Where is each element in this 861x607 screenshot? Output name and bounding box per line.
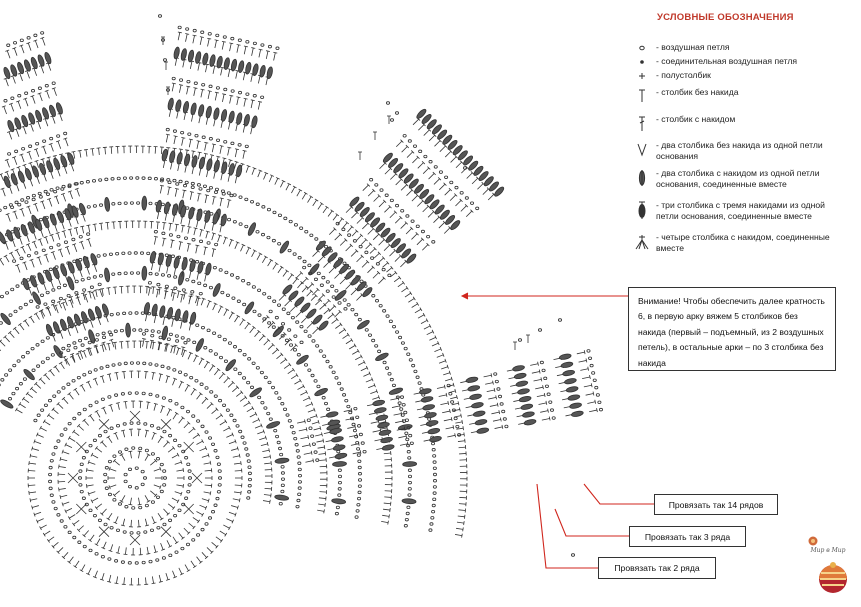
legend-text: - два столбика без накида из одной петли… bbox=[656, 140, 823, 161]
label-3-rows: Провязать так 3 ряда bbox=[629, 526, 746, 547]
chain-stitch-icon bbox=[628, 42, 656, 60]
label-2-rows: Провязать так 2 ряда bbox=[598, 557, 716, 579]
legend-row: - соединительная воздушная петля bbox=[628, 56, 848, 74]
label-14-rows: Провязать так 14 рядов bbox=[654, 494, 778, 515]
logo-emblem-icon bbox=[808, 536, 847, 593]
legend-text: - столбик без накида bbox=[656, 87, 739, 97]
legend-text: - два столбика с накидом из одной петли … bbox=[656, 168, 820, 189]
legend-row: - два столбика с накидом из одной петли … bbox=[628, 168, 848, 190]
legend-row: - два столбика без накида из одной петли… bbox=[628, 140, 848, 162]
single-crochet-icon bbox=[628, 87, 656, 105]
legend-row: - столбик без накида bbox=[628, 87, 848, 105]
legend-row: - воздушная петля bbox=[628, 42, 848, 60]
legend-row: - полустолбик bbox=[628, 70, 848, 88]
legend-text: - три столбика с тремя накидами из одной… bbox=[656, 200, 825, 221]
legend-text: - полустолбик bbox=[656, 70, 711, 80]
dc4tog-icon bbox=[628, 232, 656, 250]
legend-row: - три столбика с тремя накидами из одной… bbox=[628, 200, 848, 222]
legend-row: - четыре столбика с накидом, соединенные… bbox=[628, 232, 848, 254]
legend-text: - столбик с накидом bbox=[656, 114, 736, 124]
slip-stitch-icon bbox=[628, 56, 656, 74]
double-crochet-icon bbox=[628, 114, 656, 132]
legend-text: - воздушная петля bbox=[656, 42, 730, 52]
legend-row: - столбик с накидом bbox=[628, 114, 848, 132]
tr3tog-icon bbox=[628, 200, 656, 219]
callout-arrows bbox=[460, 292, 654, 569]
logo-text: Мир в Мир bbox=[810, 547, 846, 554]
dc2tog-icon bbox=[628, 168, 656, 186]
half-double-crochet-icon bbox=[628, 70, 656, 88]
legend-text: - четыре столбика с накидом, соединенные… bbox=[656, 232, 830, 253]
legend-title: УСЛОВНЫЕ ОБОЗНАЧЕНИЯ bbox=[657, 12, 794, 23]
logo: Мир в Мир bbox=[803, 535, 853, 599]
v-stitch-icon bbox=[628, 140, 656, 158]
legend-text: - соединительная воздушная петля bbox=[656, 56, 798, 66]
note-box: Внимание! Чтобы обеспечить далее кратнос… bbox=[628, 287, 836, 371]
